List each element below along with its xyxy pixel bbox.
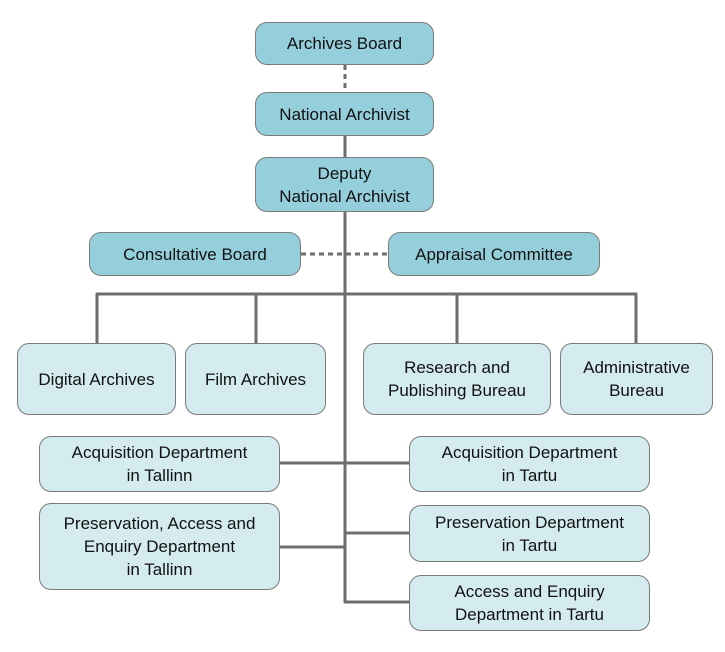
node-label: Acquisition Department [71, 443, 248, 462]
node-label: Access and Enquiry [454, 582, 605, 601]
node-acquisition-tallinn: Acquisition Department in Tallinn [39, 436, 280, 492]
node-appraisal-committee: Appraisal Committee [388, 232, 600, 276]
node-label: Publishing Bureau [388, 381, 526, 400]
node-label: Preservation Department [435, 512, 624, 532]
node-label: Appraisal Committee [415, 244, 573, 264]
node-label: Research and [404, 358, 510, 377]
node-label: Digital Archives [38, 369, 155, 389]
node-preservation-tartu: Preservation Department in Tartu [409, 505, 650, 562]
node-label: National Archivist [279, 104, 410, 124]
node-digital-archives: Digital Archives [17, 343, 176, 415]
node-label: Acquisition Department [441, 443, 618, 462]
node-label: Consultative Board [123, 244, 267, 264]
node-label: in Tartu [501, 535, 558, 555]
node-consultative-board: Consultative Board [89, 232, 301, 276]
node-label: Preservation, Access and [63, 514, 256, 533]
node-label: in Tartu [501, 466, 558, 485]
node-label: in Tallinn [126, 560, 193, 579]
node-label: Department in Tartu [455, 605, 604, 624]
node-label: in Tallinn [126, 466, 193, 485]
node-archives-board: Archives Board [255, 22, 434, 65]
node-acquisition-tartu: Acquisition Department in Tartu [409, 436, 650, 492]
node-label: Enquiry Department [83, 537, 236, 556]
node-label: Bureau [609, 381, 664, 400]
node-label: Deputy [317, 163, 372, 183]
node-label: National Archivist [279, 186, 410, 206]
node-national-archivist: National Archivist [255, 92, 434, 136]
node-film-archives: Film Archives [185, 343, 326, 415]
node-label: Film Archives [204, 369, 307, 389]
node-label: Administrative [583, 358, 690, 377]
node-label: Archives Board [286, 34, 403, 53]
